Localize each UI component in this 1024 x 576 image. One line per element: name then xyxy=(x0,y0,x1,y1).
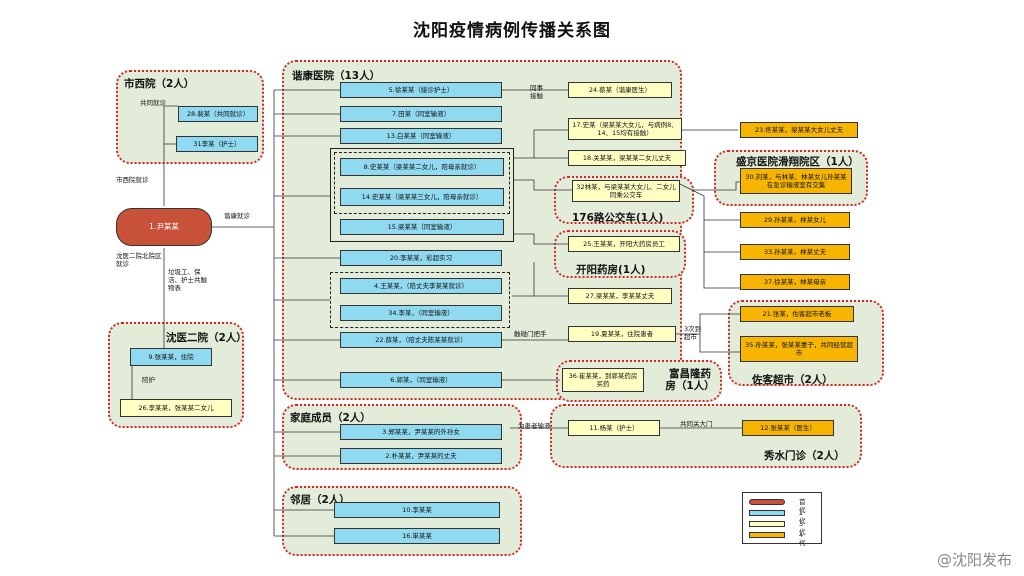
group-label: 佐客超市（2人） xyxy=(752,374,833,386)
case-node-10[interactable]: 10.李某某 xyxy=(334,502,500,518)
case-node-31[interactable]: 31李某（护士） xyxy=(176,136,258,152)
case-node-26[interactable]: 26.李某某，张某某二女儿 xyxy=(120,399,232,417)
case-node-24[interactable]: 24.蔡某（谐康医生） xyxy=(568,82,672,98)
case-node-12[interactable]: 12.张某某（医生） xyxy=(742,420,834,436)
group-label: 谐康医院（13人） xyxy=(292,70,381,82)
case-node-28[interactable]: 28.裴某（共同就诊） xyxy=(178,106,258,122)
case-node-16[interactable]: 16.単某某 xyxy=(334,528,500,544)
case-node-37[interactable]: 37.徐某某，林某母亲 xyxy=(740,274,850,290)
case-node-2[interactable]: 2.朴某某，尹某某的丈夫 xyxy=(340,448,502,464)
group-label: 176路公交车(1人) xyxy=(572,212,664,224)
group-label: 沈医二院（2人） xyxy=(166,332,247,344)
case-node-1[interactable]: 1.尹某某 xyxy=(116,208,212,246)
edge-label-shixi-visit: 市西院就诊 xyxy=(116,176,149,184)
case-node-23[interactable]: 23.佟某某，梁某某大女儿丈夫 xyxy=(740,122,858,138)
case-node-6[interactable]: 6.郭某，（同室输液） xyxy=(340,372,502,388)
edge-label-xiekang-visit: 谐康就诊 xyxy=(224,212,250,220)
case-node-19[interactable]: 19.夏某某，住院患者 xyxy=(568,326,676,342)
case-node-20[interactable]: 20.李某某，彩超实习 xyxy=(340,250,502,266)
case-node-21[interactable]: 21.张某，佐客超市老板 xyxy=(740,306,854,322)
case-node-3[interactable]: 3.郑某某，尹某某的外孙女 xyxy=(340,424,502,440)
case-node-5[interactable]: 5.徐某某（接诊护士） xyxy=(340,82,502,98)
edge-label-shenyi-north: 沈医二院北院区就诊 xyxy=(116,252,162,268)
group-label: 市西院（2人） xyxy=(124,78,195,90)
edge-label-same-visit: 同事接触 xyxy=(530,84,543,100)
group-label: 富昌隆药房（1人） xyxy=(665,368,715,392)
case-node-29[interactable]: 29.孙某某，林某女儿 xyxy=(740,212,850,228)
case-node-22[interactable]: 22.薛某，（陪丈夫陈某某就诊） xyxy=(340,332,502,348)
case-node-9[interactable]: 9.张某某，住院 xyxy=(130,348,212,366)
case-node-7[interactable]: 7.田某（同室输液） xyxy=(340,106,502,122)
case-node-30[interactable]: 30.刘某，与林某、林某女儿孙某某在急诊输液室有交集 xyxy=(740,168,852,194)
edge-label-three-times: 3次到超市 xyxy=(684,325,702,341)
edge-label-patient-fam: 为患者输液 xyxy=(518,422,551,430)
case-node-4[interactable]: 4.王某某，（陪丈夫李某某就诊） xyxy=(340,278,502,294)
group-label: 秀水门诊（2人） xyxy=(764,450,845,462)
watermark: @沈阳发布 xyxy=(936,551,1012,569)
case-node-36[interactable]: 36.崔某某，到郭某药房买药 xyxy=(562,368,644,392)
case-node-15[interactable]: 15.梁某某（同室输液） xyxy=(340,219,504,235)
case-node-11[interactable]: 11.杨某（护士） xyxy=(568,420,660,436)
edge-label-shared-door: 共同关大门 xyxy=(680,420,713,428)
page-title: 沈阳疫情病例传播关系图 xyxy=(413,21,611,41)
dash-box-daughters xyxy=(334,152,510,214)
edge-label-shared-visit: 共同就诊 xyxy=(140,99,166,107)
case-node-8[interactable]: 8.史某某（梁某某二女儿，陪母亲就诊） xyxy=(340,158,504,176)
case-node-32[interactable]: 32林某，与梁某某大女儿、二女儿同乘公交车 xyxy=(572,180,680,202)
case-node-17[interactable]: 17.史某（梁某某大女儿，与病例8、14、15均有接触） xyxy=(568,118,682,140)
edge-label-touch-door: 触碰门把手 xyxy=(514,330,547,338)
group-xiushui: 秀水门诊（2人） xyxy=(550,404,862,468)
group-label: 盛京医院滑翔院区（1人） xyxy=(736,156,859,168)
case-node-18[interactable]: 18.关某某，梁某某二女儿丈夫 xyxy=(568,150,686,166)
case-node-25[interactable]: 25.王某某，开阳大药房员工 xyxy=(568,236,680,252)
edge-label-cleaning: 垃圾工、保洁、护士共触物表 xyxy=(168,268,207,292)
case-node-14[interactable]: 14.史某某（梁某某三女儿，陪母亲就诊） xyxy=(340,188,504,206)
legend: 首代 2代 3代 4代 xyxy=(742,492,822,547)
group-label: 开阳药房(1人) xyxy=(576,264,646,276)
group-neighbor: 邻居（2人） xyxy=(282,486,522,556)
case-node-34[interactable]: 34.李某，（同室输液） xyxy=(340,305,502,321)
dash-box-couple xyxy=(330,272,510,328)
group-label: 家庭成员（2人） xyxy=(290,412,371,424)
case-node-33[interactable]: 33.孙某某，林某丈夫 xyxy=(740,244,850,260)
sub-box-liang-family xyxy=(330,148,514,242)
case-node-35[interactable]: 35.孙某某，张某某妻子，共同经营超市 xyxy=(740,336,858,362)
edge-label-care: 陪护 xyxy=(142,376,155,384)
case-node-13[interactable]: 13.白某某（同室输液） xyxy=(340,128,502,144)
case-node-27[interactable]: 27.梁某某，李某某丈夫 xyxy=(568,288,672,304)
